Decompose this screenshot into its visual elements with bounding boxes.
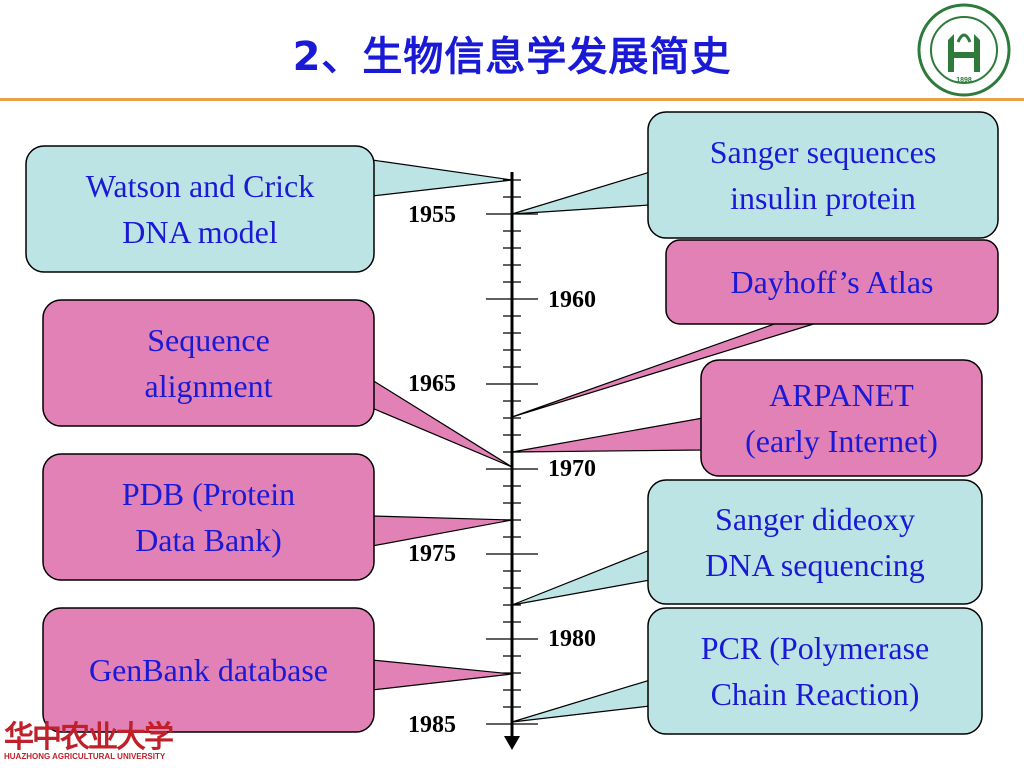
event-genbank: GenBank database	[43, 608, 374, 732]
footer-logo-cn: 华中农业大学	[4, 720, 174, 755]
box-sanger-insulin	[647, 111, 999, 239]
callout-boxes	[25, 111, 999, 735]
pointer-watson-crick	[371, 159, 513, 197]
svg-text:1898: 1898	[956, 77, 972, 84]
event-arpanet-line1: ARPANET	[769, 377, 914, 413]
box-sanger-dideoxy	[647, 479, 983, 605]
box-sequence-alignment	[42, 299, 375, 427]
event-pdb-line1: PDB (Protein	[121, 476, 296, 512]
event-arpanet-line2: (early Internet)	[745, 423, 938, 459]
event-sequence-alignment: Sequence alignment	[43, 300, 374, 426]
event-dayhoff: Dayhoff’s Atlas	[666, 240, 998, 324]
timeline-axis	[486, 172, 538, 750]
year-label-1970: 1970	[548, 456, 596, 482]
event-genbank-line1: GenBank database	[88, 652, 328, 688]
event-sequence-alignment-line1: Sequence	[147, 322, 270, 358]
year-label-1975: 1975	[408, 541, 456, 567]
pointer-sanger-dideoxy	[511, 549, 651, 606]
footer-logo-en: HUAZHONG AGRICULTURAL UNIVERSITY	[4, 752, 166, 761]
year-label-1985: 1985	[408, 712, 456, 738]
event-sanger-dideoxy-line2: DNA sequencing	[705, 547, 925, 583]
event-watson-crick-line1: Watson and Crick	[85, 168, 315, 204]
event-dayhoff-line1: Dayhoff’s Atlas	[730, 264, 934, 300]
box-arpanet	[700, 359, 983, 477]
pointer-sanger-insulin	[511, 171, 651, 215]
event-watson-crick-line2: DNA model	[122, 214, 278, 250]
axis-arrowhead	[504, 736, 520, 750]
event-sanger-dideoxy-line1: Sanger dideoxy	[715, 501, 915, 537]
year-label-1980: 1980	[548, 626, 596, 652]
event-pcr-line2: Chain Reaction)	[710, 676, 920, 712]
title-divider	[0, 98, 1024, 101]
pointer-genbank	[371, 659, 513, 691]
event-pcr-line1: PCR (Polymerase	[700, 630, 930, 666]
event-pdb-line2: Data Bank)	[135, 522, 282, 558]
callout-pointers	[371, 159, 821, 723]
box-genbank	[42, 607, 375, 733]
pointer-pcr	[511, 679, 651, 723]
year-label-1965: 1965	[408, 371, 456, 397]
year-label-1960: 1960	[548, 287, 596, 313]
year-label-1955: 1955	[408, 202, 456, 228]
pointer-arpanet	[511, 417, 704, 453]
box-dayhoff	[665, 239, 999, 325]
event-sanger-insulin-line2: insulin protein	[730, 180, 916, 216]
event-sanger-insulin-line1: Sanger sequences	[709, 134, 937, 170]
box-pcr	[647, 607, 983, 735]
box-pdb	[42, 453, 375, 581]
event-sequence-alignment-line2: alignment	[144, 368, 273, 404]
box-watson-crick	[25, 145, 375, 273]
event-arpanet: ARPANET (early Internet)	[701, 360, 982, 476]
event-sanger-insulin: Sanger sequences insulin protein	[648, 112, 998, 238]
page-title: 2、生物信息学发展简史	[292, 34, 732, 80]
university-seal-icon: 1898	[917, 3, 1011, 97]
